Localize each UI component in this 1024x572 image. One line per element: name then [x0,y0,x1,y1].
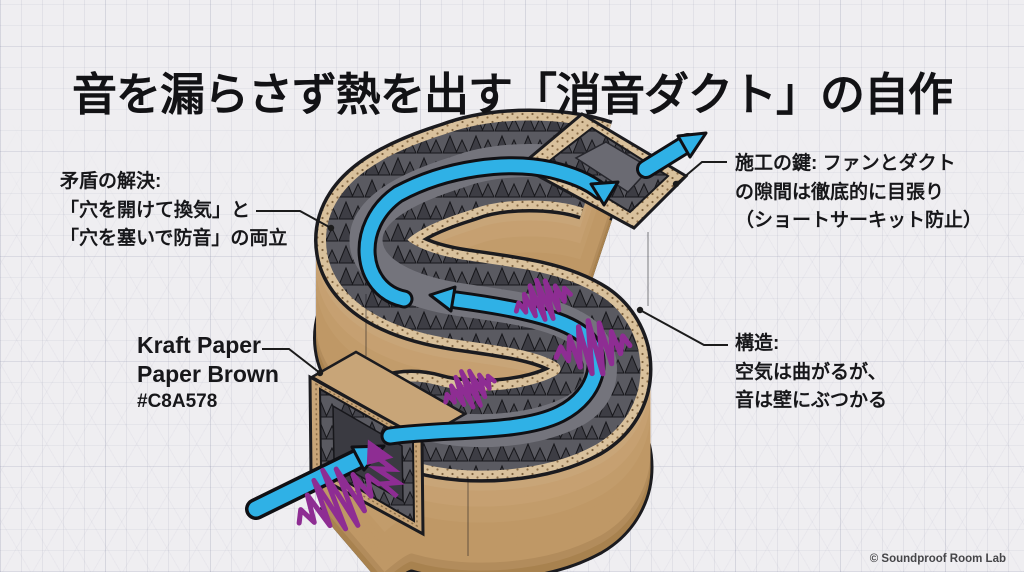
sound-waves [283,272,634,549]
credit: © Soundproof Room Lab [869,553,1006,565]
annotation-line: の隙間は徹底的に目張り [735,181,945,203]
annotation-construction: 施工の鍵: ファンとダクト の隙間は徹底的に目張り （ショートサーキット防止） [735,150,982,236]
leader-material [262,348,321,374]
airflow-outlet-arrow [636,131,708,179]
page-title: 音を漏らさず熱を出す「消音ダクト」の自作 [71,69,953,121]
outlet-opening [517,112,689,230]
annotation-line: 「穴を塞いで防音」の両立 [60,228,288,249]
airflow-path-upper-arrow [357,156,620,309]
sound-wave-inlet-arrow [366,439,406,499]
leader-construction [675,161,727,185]
annotation-line: 構造: [735,333,780,354]
annotation-line: 施工の鍵: ファンとダクト [735,153,956,174]
leader-contradiction [256,210,332,229]
annotation-structure: 構造: 空気は曲がるが、 音は壁にぶつかる [735,330,887,416]
annotation-line: 矛盾の解決: [60,171,162,192]
panel-seams [365,232,649,556]
leader-structure [639,309,728,346]
annotation-line: Paper Brown [137,361,279,388]
annotation-line: Kraft Paper [137,332,261,358]
annotation-line: 空気は曲がるが、 [735,361,887,383]
annotation-line: 「穴を開けて換気」と [60,199,251,221]
leader-lines [256,161,728,377]
annotation-contradiction: 矛盾の解決: 「穴を開けて換気」と 「穴を塞いで防音」の両立 [60,168,287,254]
annotation-material: Kraft Paper Paper Brown #C8A578 [137,331,279,414]
annotation-line: 音は壁にぶつかる [735,390,888,411]
annotation-line: （ショートサーキット防止） [735,210,983,231]
kraft-color-hex: #C8A578 [137,390,218,412]
